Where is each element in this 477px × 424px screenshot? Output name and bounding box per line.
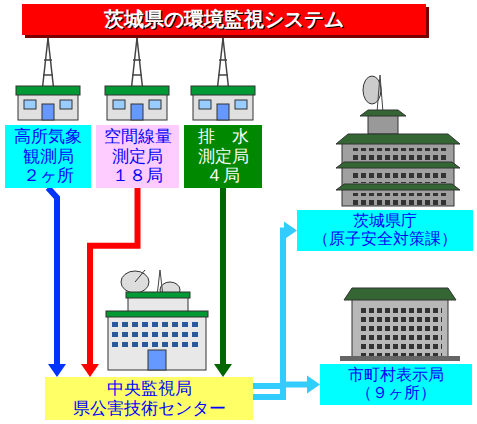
arrow-line (253, 230, 287, 386)
node-text: 市町村表示局 （９ヶ所） (322, 366, 470, 403)
station-label: 排 水 測定局 ４局 (184, 125, 262, 188)
node-text: 空間線量 測定局 １８局 (98, 127, 177, 186)
center-label: 中央監視局 県公害技術センター (45, 377, 253, 420)
arrow-head (81, 364, 99, 377)
station-label: 高所気象 観測局 ２ヶ所 (5, 125, 91, 188)
flow-arrow (253, 375, 320, 397)
office-label: 茨城県庁 （原子安全対策課） (297, 210, 473, 251)
flow-arrow (253, 221, 297, 386)
arrow-line (220, 188, 226, 367)
arrow-line (253, 384, 310, 397)
station-icon (191, 30, 255, 120)
station-label: 空間線量 測定局 １８局 (96, 125, 179, 188)
arrow-head (284, 221, 297, 239)
flow-arrow (48, 188, 66, 377)
node-text: 中央監視局 県公害技術センター (47, 379, 251, 418)
arrow-head (48, 364, 66, 377)
arrow-line (48, 188, 57, 367)
arrow-head (307, 375, 320, 393)
station-icon (105, 30, 169, 120)
station-icon (16, 30, 80, 120)
central-building (106, 270, 208, 370)
node-text: 排 水 測定局 ４局 (186, 127, 260, 186)
office-label: 市町村表示局 （９ヶ所） (320, 364, 472, 405)
flow-arrow (214, 188, 232, 377)
node-text: 高所気象 観測局 ２ヶ所 (7, 127, 89, 186)
title-banner: 茨城県の環境監視システム (22, 4, 426, 35)
municipal-building (340, 288, 460, 361)
node-text: 茨城県庁 （原子安全対策課） (299, 212, 471, 249)
arrow-head (214, 364, 232, 377)
prefectural-office (336, 75, 460, 206)
